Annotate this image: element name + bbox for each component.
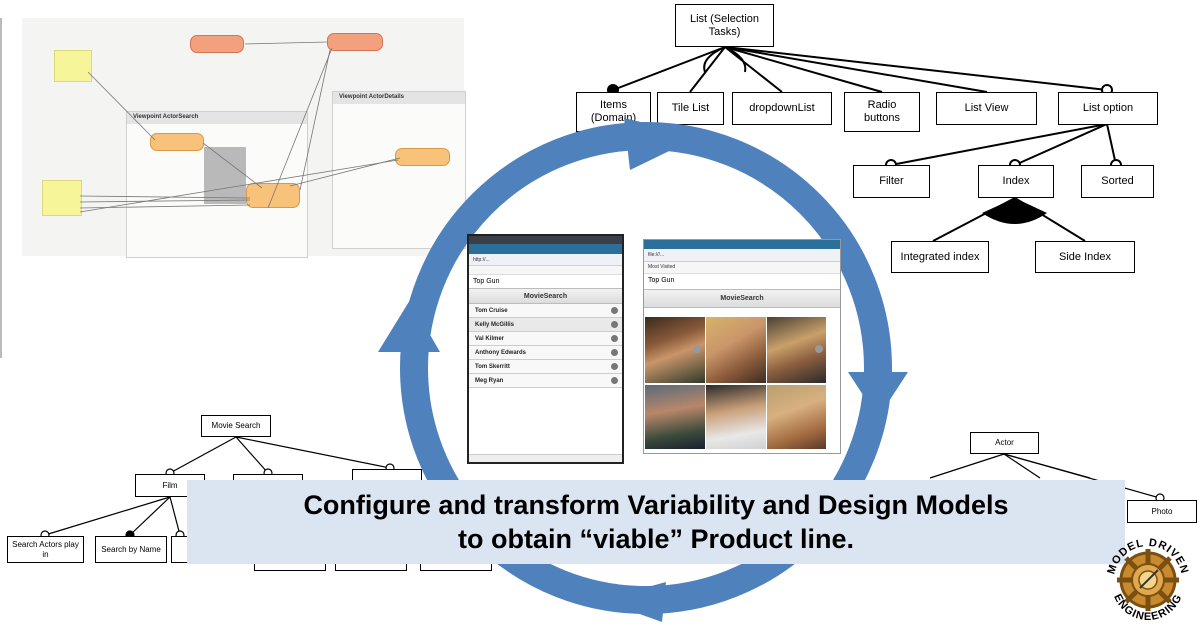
actor-photo[interactable] (767, 385, 826, 449)
chevron-right-icon[interactable] (815, 345, 823, 353)
movie-search-root: Movie Search (201, 415, 271, 437)
feature-side-index: Side Index (1035, 241, 1135, 273)
browser-tabs[interactable] (469, 244, 622, 254)
feature-radio-buttons: Radio buttons (844, 92, 920, 132)
state-movie-search (150, 133, 204, 151)
cycle-arrowhead-top (624, 118, 700, 170)
status-bar (469, 454, 622, 462)
actor-list-item[interactable]: Kelly McGillis (469, 318, 622, 332)
photo-feature: Photo (1127, 500, 1197, 523)
gray-block (204, 147, 246, 204)
movie-search-input[interactable]: Top Gun (644, 274, 840, 290)
feature-tile-list: Tile List (657, 92, 724, 125)
chevron-right-icon (611, 349, 618, 356)
feature-root: List (Selection Tasks) (675, 4, 774, 47)
movie-search-input[interactable]: Top Gun (469, 275, 622, 289)
actor-list-item[interactable]: Val Kilmer (469, 332, 622, 346)
viewpoint-actor-details-title: Viewpoint ActorDetails (333, 92, 465, 104)
actor-list-item[interactable]: Tom Skerritt (469, 360, 622, 374)
cycle-arrowhead-right (848, 372, 908, 418)
feature-integrated-index: Integrated index (891, 241, 989, 273)
feature-dropdown-list: dropdownList (732, 92, 832, 125)
actor-list-item[interactable]: Anthony Edwards (469, 346, 622, 360)
feature-sorted: Sorted (1081, 165, 1154, 198)
actor-list-item[interactable]: Tom Cruise (469, 304, 622, 318)
actor-note (42, 180, 82, 216)
feature-list-option: List option (1058, 92, 1158, 125)
panel-left-border (0, 18, 2, 358)
phone-actor-list: http://... Top Gun MovieSearch Tom Cruis… (467, 234, 624, 464)
bookmarks-bar (469, 266, 622, 275)
movie-search-title: MovieSearch (644, 290, 840, 308)
search-by-name: Search by Name (95, 536, 167, 563)
state-output-information (395, 148, 450, 166)
feature-list-view: List View (936, 92, 1037, 125)
chevron-right-icon (611, 377, 618, 384)
state-diagram-connectors (79, 41, 401, 213)
movie-note (54, 50, 92, 82)
url-bar[interactable]: http://... (469, 254, 622, 266)
viewpoint-actor-search-title: Viewpoint ActorSearch (127, 112, 307, 124)
hidden-box-1 (254, 560, 326, 571)
caption-line-1: Configure and transform Variability and … (303, 490, 1009, 520)
actor-photo[interactable] (645, 385, 705, 449)
bookmarks-bar: Most Visited (644, 262, 840, 274)
state-container-actor-results (327, 33, 383, 51)
browser-menu-bar (469, 236, 622, 244)
cycle-arrowhead-left (378, 300, 440, 352)
model-driven-engineering-logo: MODEL DRIVEN ENGINEERING (1105, 537, 1189, 623)
actor-list-item[interactable]: Meg Ryan (469, 374, 622, 388)
hidden-box-2 (335, 560, 407, 571)
browser-tabs[interactable] (644, 240, 840, 249)
chevron-right-icon (611, 321, 618, 328)
feature-filter: Filter (853, 165, 930, 198)
search-actors-play-in: Search Actors play in (7, 536, 84, 563)
movie-search-title: MovieSearch (469, 289, 622, 304)
actor-photo[interactable] (706, 385, 766, 449)
chevron-right-icon (611, 307, 618, 314)
feature-index: Index (978, 165, 1054, 198)
caption-line-2: to obtain “viable” Product line. (457, 524, 855, 554)
chevron-right-icon (611, 363, 618, 370)
hidden-box-3 (420, 560, 492, 571)
chevron-right-icon[interactable] (693, 345, 701, 353)
caption-banner: Configure and transform Variability and … (187, 480, 1125, 564)
actor-root: Actor (970, 432, 1039, 454)
chevron-right-icon (611, 335, 618, 342)
actor-photo[interactable] (706, 317, 766, 383)
state-container-actor-search (190, 35, 244, 53)
cycle-arrowhead-bottom (600, 582, 666, 622)
url-bar[interactable]: file:///... (644, 249, 840, 262)
